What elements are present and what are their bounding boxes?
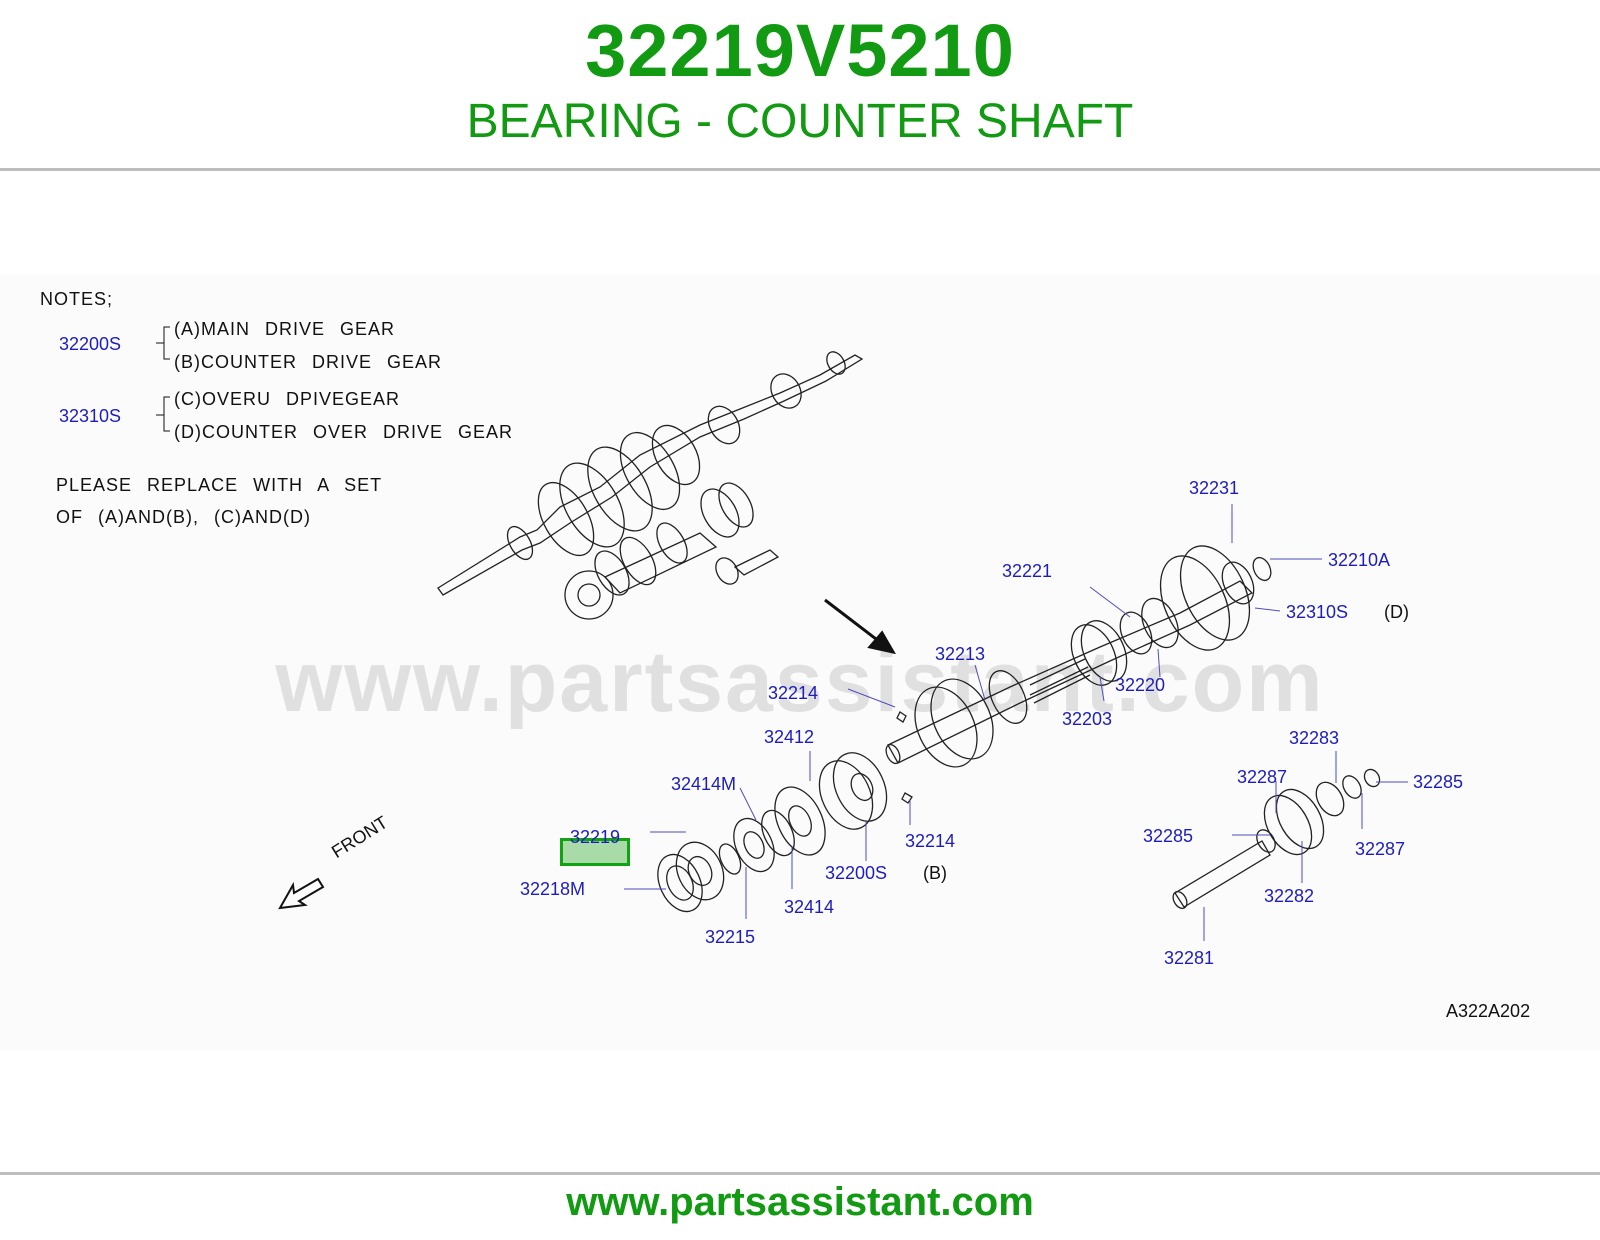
callout-32210A[interactable]: 32210A [1328,550,1391,570]
callout-32285-left[interactable]: 32285 [1143,826,1194,846]
callout-32283[interactable]: 32283 [1289,728,1340,748]
callout-32231[interactable]: 32231 [1189,478,1240,498]
callout-32282[interactable]: 32282 [1264,886,1315,906]
callout-32213[interactable]: 32213 [935,644,986,664]
footer-url[interactable]: www.partsassistant.com [566,1180,1034,1224]
notes-instruction-line2: OF (A)AND(B), (C)AND(D) [56,507,311,527]
callout-32218M[interactable]: 32218M [520,879,586,899]
notes-item-c: (C)OVERU DPIVEGEAR [174,389,401,409]
callout-32219[interactable]: 32219 [570,827,621,847]
callout-32215[interactable]: 32215 [705,927,756,947]
page-header: 32219V5210 BEARING - COUNTER SHAFT [0,0,1600,168]
marker-d: (D) [1384,602,1409,622]
notes-item-d: (D)COUNTER OVER DRIVE GEAR [174,422,514,442]
notes-code-32200S: 32200S [59,334,122,354]
notes-brackets [156,326,170,432]
overview-mainshaft-drawing [437,351,864,596]
callout-32221[interactable]: 32221 [1002,561,1053,581]
header-divider [0,168,1600,171]
part-number-title: 32219V5210 [585,9,1015,92]
callout-32414[interactable]: 32414 [784,897,835,917]
front-bearing-stack-drawing [657,711,913,913]
watermark: www.partsassistant.com [275,634,1325,730]
callout-32220[interactable]: 32220 [1115,675,1166,695]
diagram-drawing [278,351,1408,941]
diagram-code: A322A202 [1446,1001,1531,1021]
footer-divider [0,1172,1600,1175]
callout-32412[interactable]: 32412 [764,727,815,747]
pointer-arrow [824,598,896,655]
notes-title: NOTES; [40,289,114,309]
overview-countershaft-drawing [564,482,780,620]
highlighted-part-box[interactable] [560,838,630,866]
callout-32310S[interactable]: 32310S [1286,602,1349,622]
notes-item-b: (B)COUNTER DRIVE GEAR [174,352,443,372]
front-arrow-icon [278,877,325,910]
reverse-idler-drawing [1172,768,1381,910]
callout-32287-top[interactable]: 32287 [1237,767,1288,787]
callout-32287-right[interactable]: 32287 [1355,839,1406,859]
countershaft-drawing [885,545,1272,768]
notes-item-a: (A)MAIN DRIVE GEAR [174,319,396,339]
part-name-subtitle: BEARING - COUNTER SHAFT [466,95,1134,148]
callout-32285-right[interactable]: 32285 [1413,772,1464,792]
callout-32214-bottom[interactable]: 32214 [905,831,956,851]
callout-32203[interactable]: 32203 [1062,709,1113,729]
callout-32414M[interactable]: 32414M [671,774,737,794]
callout-32281[interactable]: 32281 [1164,948,1215,968]
leader-lines [624,504,1408,941]
marker-b: (B) [923,863,947,883]
callout-32214-top[interactable]: 32214 [768,683,819,703]
callout-32200S[interactable]: 32200S [825,863,888,883]
parts-diagram: www.partsassistant.com [0,275,1600,1050]
notes-instruction-line1: PLEASE REPLACE WITH A SET [56,475,383,495]
notes-code-32310S: 32310S [59,406,122,426]
